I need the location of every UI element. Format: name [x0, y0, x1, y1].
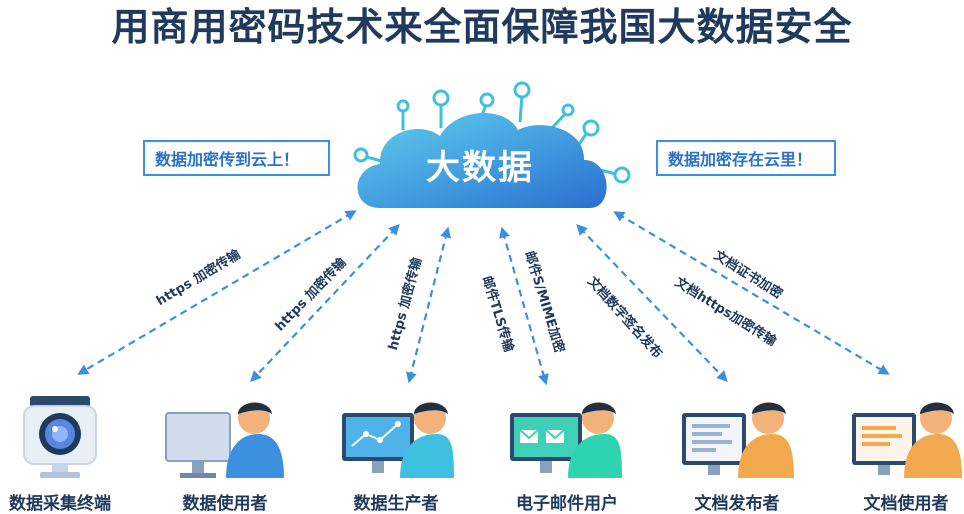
- callout-storage-encrypted: 数据加密存在云里！: [656, 140, 836, 176]
- camera-icon: [23, 396, 97, 478]
- person-chart-icon: [342, 402, 454, 478]
- connection-arrows: [77, 210, 890, 386]
- person-mail-icon: [510, 402, 622, 478]
- person-monitor-icon: [165, 402, 284, 478]
- actor-label-email-user: 电子邮件用户: [516, 494, 618, 514]
- callout-upload-encrypted: 数据加密传到云上！: [143, 140, 330, 176]
- person-document-icon: [852, 402, 962, 478]
- cloud-shape: [357, 112, 607, 208]
- actor-label-doc-publisher: 文档发布者: [694, 494, 780, 514]
- person-document-icon: [682, 402, 794, 478]
- cloud-network-icon: [353, 81, 631, 184]
- edge-email-user: [499, 226, 549, 386]
- actor-label-doc-user: 文档使用者: [863, 494, 949, 514]
- edge-data-producer: [406, 226, 451, 384]
- actor-label-data-user: 数据使用者: [182, 494, 268, 514]
- big-data-label: 大数据: [426, 148, 534, 188]
- page-title: 用商用密码技术来全面保障我国大数据安全: [111, 5, 853, 49]
- edge-doc-user: [613, 211, 890, 375]
- actor-label-data-producer: 数据生产者: [353, 494, 439, 514]
- edge-data-user: [250, 224, 400, 382]
- actor-label-camera: 数据采集终端: [9, 494, 111, 514]
